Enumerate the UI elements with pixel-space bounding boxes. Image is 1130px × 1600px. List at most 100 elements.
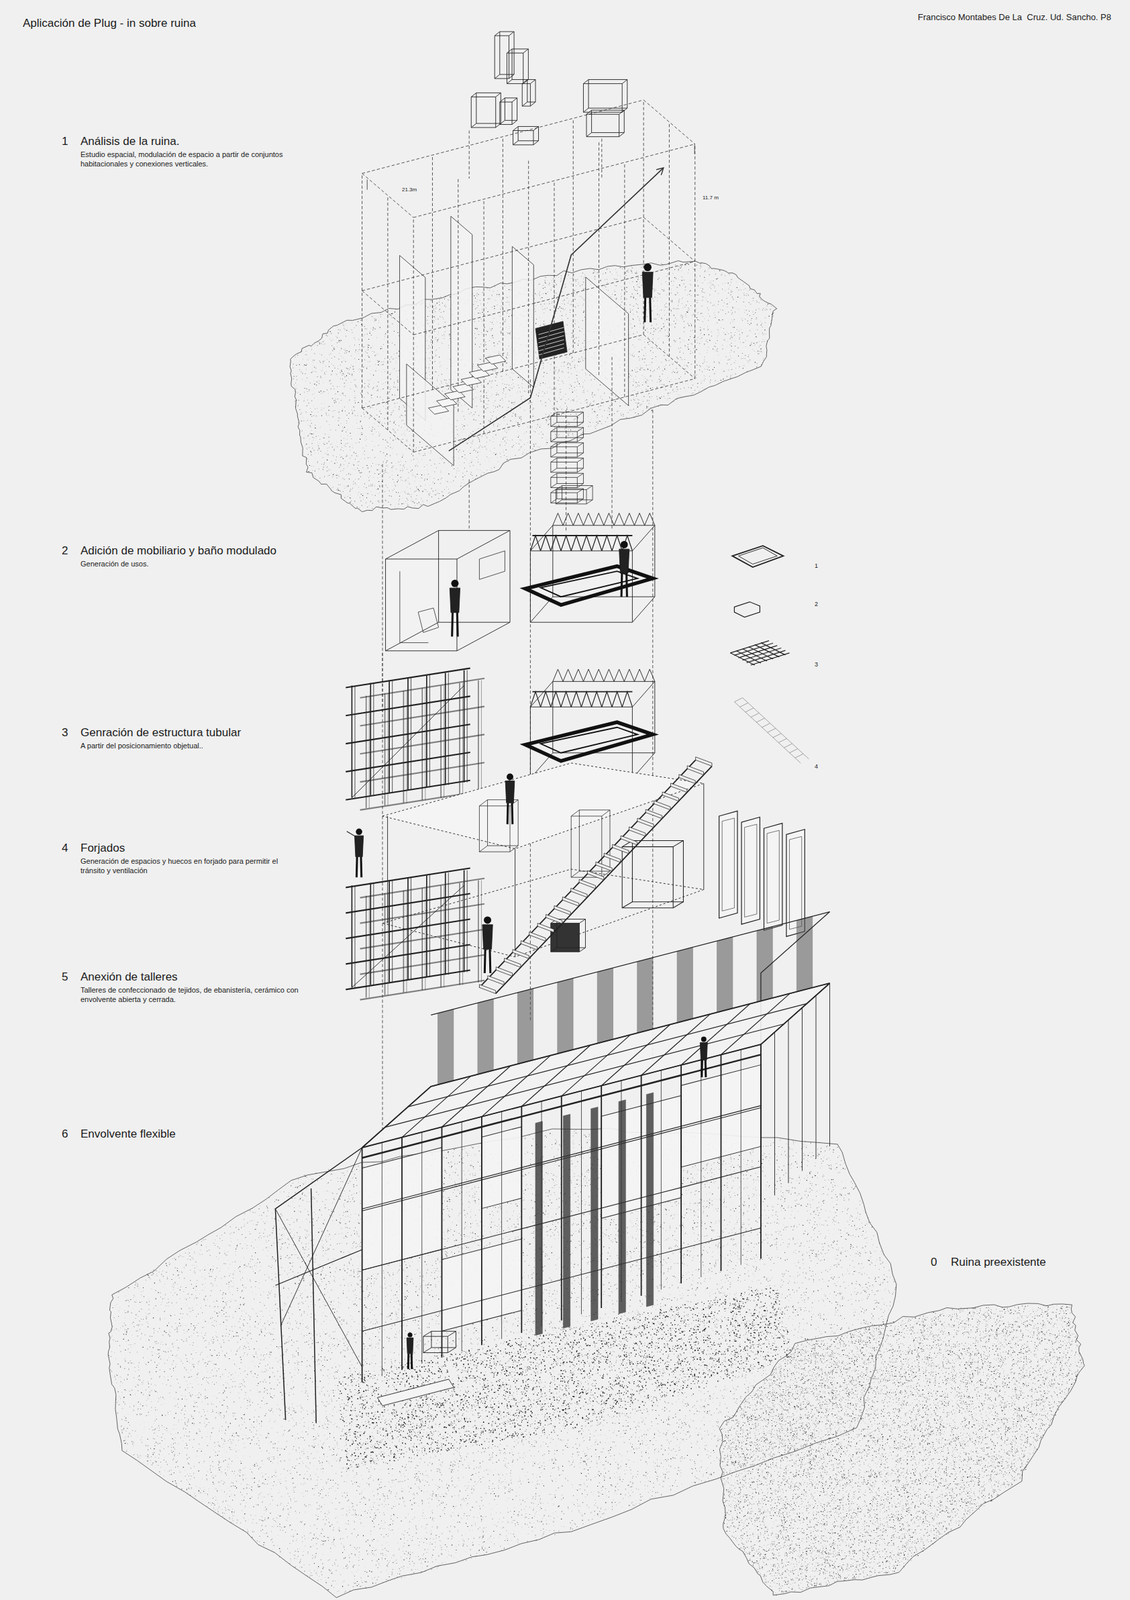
tubular-structure [345,724,470,744]
human-figure [483,948,487,973]
module-box [509,845,519,852]
module-box [479,845,488,852]
mesh-panel [557,978,574,1054]
dark-block [538,335,565,343]
truss [581,535,592,551]
dashed-guide [469,479,470,531]
human-figure [506,773,514,781]
truss [611,691,623,708]
tubular-brace [275,1208,362,1367]
dark-block [538,327,565,335]
stair-step [687,765,704,776]
human-figure [410,1353,414,1369]
module-box [513,130,534,145]
human-figure [511,802,515,825]
callout-number: 2 [813,600,819,609]
stair-step [512,949,529,959]
dashed-guide [382,464,384,1143]
part-ladder [750,712,759,717]
envelope-post [481,1116,483,1345]
human-figure [620,573,624,597]
module-box [571,815,602,878]
module-box [577,427,584,432]
module-box [586,132,592,137]
truss [591,535,602,551]
callout-number: 21.3m [401,186,418,194]
tubular-structure [360,678,485,698]
truss [601,535,612,551]
step-heading: 6 [61,1126,69,1142]
step-heading: Envolvente flexible [79,1126,177,1142]
mesh-panel [717,936,733,1012]
dimension-tick [694,143,696,154]
module-box [533,126,539,131]
point-cloud [720,1305,1082,1596]
stair-step [645,809,662,819]
truss [560,535,572,551]
module-box [550,442,557,447]
envelope-band [362,1166,761,1271]
mesh-panel [796,915,812,992]
truss [622,691,633,708]
human-figure [456,612,459,637]
human-figure [355,856,359,878]
truss [591,691,602,708]
tubular-structure [481,680,482,793]
tubular-structure [365,695,368,808]
module-box [550,477,578,488]
module-box [487,799,519,846]
toilet [418,607,439,633]
part-bracket [734,601,760,618]
tubular-structure [360,878,485,898]
modulation-grid [362,173,415,218]
module-box [385,530,439,559]
module-box [511,48,529,80]
truss [562,669,574,682]
step-heading: Genración de estructura tubular [79,725,242,741]
tubular-structure [448,872,449,975]
part-frame [732,545,784,568]
truss [530,535,541,551]
envelope-post [829,983,831,1147]
tubular-structure [345,695,470,716]
step-heading: Ruina preexistente [950,1254,1047,1270]
sink [479,550,505,580]
module-box [431,1331,456,1348]
dark-block [535,321,568,359]
module-box [619,132,625,137]
callout-number: 1 [813,562,819,571]
mesh-panel [517,988,533,1064]
human-figure [701,1036,707,1043]
modulation-grid [624,162,625,398]
module-box [622,846,674,908]
ruin-outline [719,1303,1085,1596]
part-ladder [742,697,810,759]
module-box [423,1331,432,1337]
module-box [577,437,584,442]
stair-step [485,354,506,365]
module-box [494,31,500,36]
tubular-structure [345,752,470,772]
step-heading: 3 [61,725,69,741]
module-box [385,558,457,651]
truss [573,513,584,526]
tubular-brace [351,885,464,988]
callout-number: 3 [813,660,819,670]
modulation-grid [457,177,459,413]
module-box [518,126,539,141]
envelope-band [362,1107,761,1211]
module-box [583,108,589,113]
module-box [556,412,584,423]
stair-step [679,774,696,784]
module-box [530,681,553,707]
module-box [447,1347,456,1353]
dashed-guide [530,379,531,1020]
louver [618,1099,626,1314]
stair-step [670,783,687,793]
truss [532,534,633,537]
envelope-post [740,1049,742,1265]
modulation-grid [387,195,388,431]
module-box [571,870,580,878]
